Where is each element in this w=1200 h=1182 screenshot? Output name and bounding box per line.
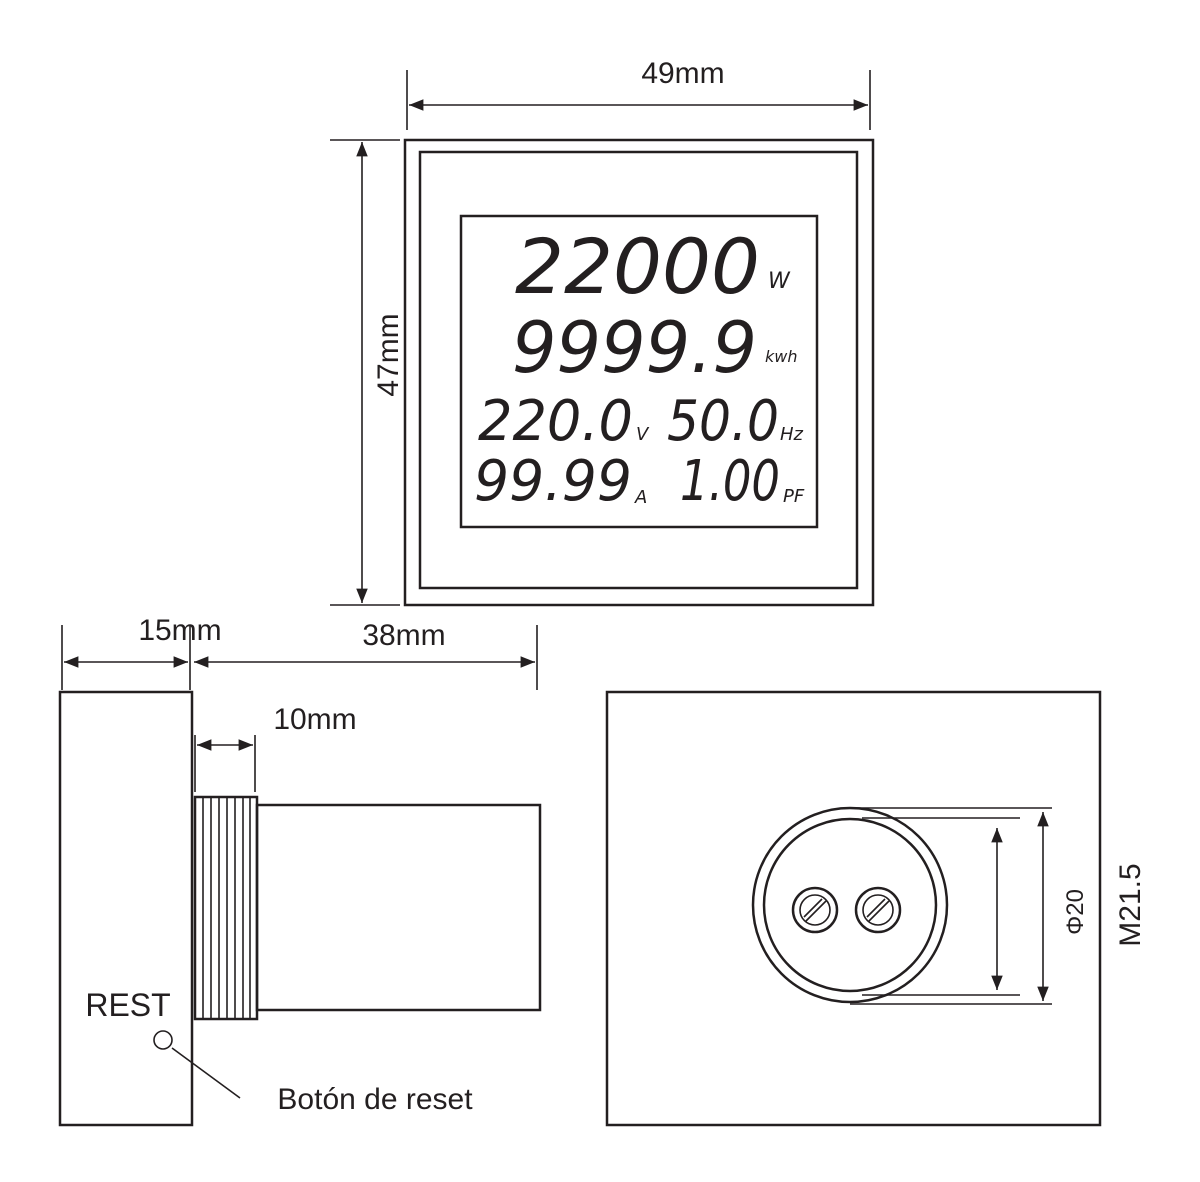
reset-button[interactable] [153, 1030, 173, 1050]
lcd-power-factor: 1.00 [680, 449, 780, 514]
lcd-voltage: 220.0 [478, 389, 633, 454]
reset-callout: Botón de reset [277, 1083, 473, 1116]
lcd-current-unit: A [634, 487, 647, 508]
lcd-energy: 9999.9 [512, 307, 757, 389]
reset-leader-line [171, 1047, 241, 1099]
terminal-outer-ring [751, 806, 949, 1004]
front-view: 49mm 47mm 22000 W 9999.9 kwh 220.0 V 50.… [330, 57, 875, 607]
terminal-inner-ring [762, 817, 938, 993]
screw-terminal-left [791, 886, 839, 934]
thread-section [193, 795, 259, 1021]
bezel-inner [418, 150, 859, 590]
thread-label: 10mm [273, 703, 356, 736]
inner-diameter-label: Φ20 [1062, 889, 1089, 935]
lcd-current: 99.99 [474, 449, 632, 514]
lcd-screen [459, 214, 819, 529]
lcd-power-unit: W [768, 269, 791, 294]
back-view: Φ20 M21.5 [605, 690, 1147, 1127]
back-panel [605, 690, 1102, 1127]
lcd-frequency: 50.0 [667, 389, 779, 454]
lcd-frequency-unit: Hz [780, 424, 804, 445]
height-label: 47mm [372, 313, 405, 396]
body-depth-label: 38mm [362, 619, 445, 652]
front-panel-profile [58, 690, 194, 1127]
reset-label: REST [85, 987, 170, 1023]
bezel-outer [403, 138, 875, 607]
front-depth-label: 15mm [138, 614, 221, 647]
screw-terminal-right [854, 886, 902, 934]
side-view: 15mm 38mm 10mm REST Botón de reset [58, 614, 542, 1127]
body-housing [255, 803, 542, 1012]
width-label: 49mm [641, 57, 724, 90]
lcd-power: 22000 [515, 222, 760, 311]
lcd-power-factor-unit: PF [783, 486, 805, 507]
lcd-voltage-unit: V [636, 424, 650, 445]
lcd-energy-unit: kwh [765, 347, 798, 366]
thread-diameter-label: M21.5 [1114, 863, 1147, 946]
